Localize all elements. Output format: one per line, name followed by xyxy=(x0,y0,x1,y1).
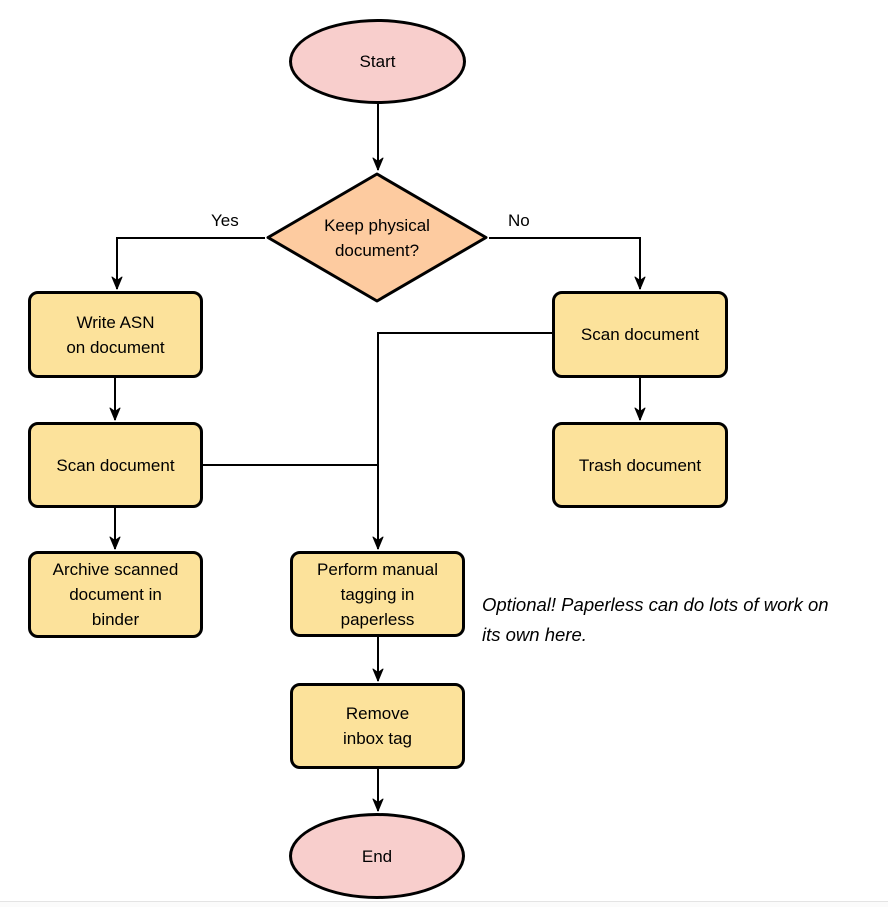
manual-tagging-node: Perform manual tagging in paperless xyxy=(290,551,465,637)
archive-document-node: Archive scanned document in binder xyxy=(28,551,203,638)
trash-document-node: Trash document xyxy=(552,422,728,508)
connector-decision-yes xyxy=(111,237,265,290)
connector-scanright-to-tagging xyxy=(372,332,552,550)
diamond-shape xyxy=(266,172,488,303)
edge-label-no: No xyxy=(508,211,530,230)
start-node: Start xyxy=(289,19,466,104)
bottom-separator-line xyxy=(0,901,888,902)
connector-decision-no xyxy=(489,237,646,290)
remove-inbox-tag-node: Remove inbox tag xyxy=(290,683,465,769)
decision-label: Keep physical document? xyxy=(324,215,430,260)
write-asn-node: Write ASN on document xyxy=(28,291,203,378)
scan-document-right-node: Scan document xyxy=(552,291,728,378)
start-label: Start xyxy=(359,52,396,71)
decision-keep-physical-node: Keep physical document? xyxy=(265,172,489,303)
end-label: End xyxy=(361,846,393,866)
edge-label-yes: Yes xyxy=(211,211,239,230)
scan-document-left-node: Scan document xyxy=(28,422,203,508)
optional-annotation: Optional! Paperless can do lots of work … xyxy=(482,594,829,645)
bottom-edge-strip xyxy=(0,902,888,907)
end-node: End xyxy=(289,813,465,899)
